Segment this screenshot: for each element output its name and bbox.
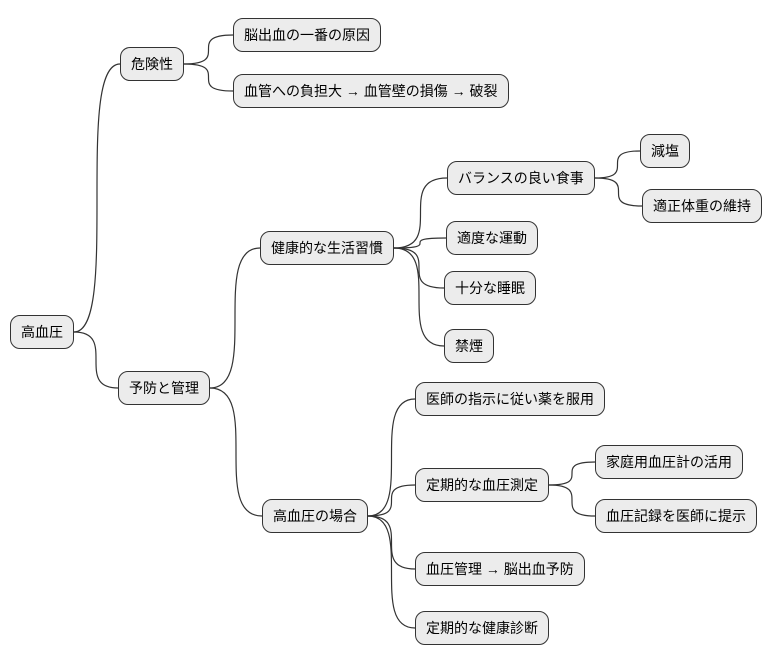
edge-root-yobou_kanri	[73, 331, 119, 389]
node-balanced-diet: バランスの良い食事	[447, 161, 595, 195]
edge-yobou_kanri-kenkou_shuukan	[209, 247, 261, 389]
edge-kouketsuatsu_baai-kusuri_fukuyou	[367, 398, 416, 517]
edge-ketsuatsu_sokutei-kateiyou_ketsuatsukei	[548, 461, 596, 486]
edge-yobou_kanri-kouketsuatsu_baai	[209, 387, 263, 517]
node-proper-weight: 適正体重の維持	[642, 189, 762, 223]
edge-kenkou_shuukan-juubun_suimin	[393, 247, 445, 289]
node-no-smoking: 禁煙	[444, 329, 494, 363]
node-vessel-damage-chain: 血管への負担大 → 血管壁の損傷 → 破裂	[233, 74, 509, 108]
edge-balance_shokuji-tekisei_taijuu	[594, 177, 643, 207]
node-enough-sleep: 十分な睡眠	[444, 271, 536, 305]
node-regular-bp-measurement: 定期的な血圧測定	[415, 468, 549, 502]
edge-kikensei-kekkan_futan	[183, 63, 234, 92]
edge-ketsuatsu_sokutei-kiroku_teiji	[548, 484, 596, 517]
node-regular-checkup: 定期的な健康診断	[415, 611, 549, 645]
edge-root-kikensei	[73, 63, 121, 333]
node-home-bp-monitor: 家庭用血圧計の活用	[595, 445, 743, 479]
edge-kikensei-noushukketsu_genin	[183, 34, 234, 65]
edge-kenkou_shuukan-balance_shokuji	[393, 177, 448, 249]
node-prevention-management: 予防と管理	[118, 371, 210, 405]
node-if-hypertensive: 高血圧の場合	[262, 499, 368, 533]
node-salt-reduction: 減塩	[640, 134, 690, 168]
edge-kouketsuatsu_baai-ketsuatsu_sokutei	[367, 484, 416, 517]
edge-kouketsuatsu_baai-kenkou_shindan	[367, 515, 416, 629]
node-show-records-to-doctor: 血圧記録を医師に提示	[595, 499, 757, 533]
node-risk: 危険性	[120, 47, 184, 81]
node-healthy-lifestyle: 健康的な生活習慣	[260, 231, 394, 265]
node-moderate-exercise: 適度な運動	[446, 221, 538, 255]
node-take-medication: 医師の指示に従い薬を服用	[415, 382, 605, 416]
node-bp-control-prevention: 血圧管理 → 脳出血予防	[415, 552, 585, 586]
edge-kouketsuatsu_baai-ketsuatsu_kanri	[367, 515, 416, 570]
edge-balance_shokuji-genen	[594, 150, 641, 179]
edge-kenkou_shuukan-tekido_undou	[393, 237, 447, 249]
node-brain-hemorrhage-cause: 脳出血の一番の原因	[233, 18, 381, 52]
node-hypertension-root: 高血圧	[10, 315, 74, 349]
edge-kenkou_shuukan-kinen	[393, 247, 445, 347]
